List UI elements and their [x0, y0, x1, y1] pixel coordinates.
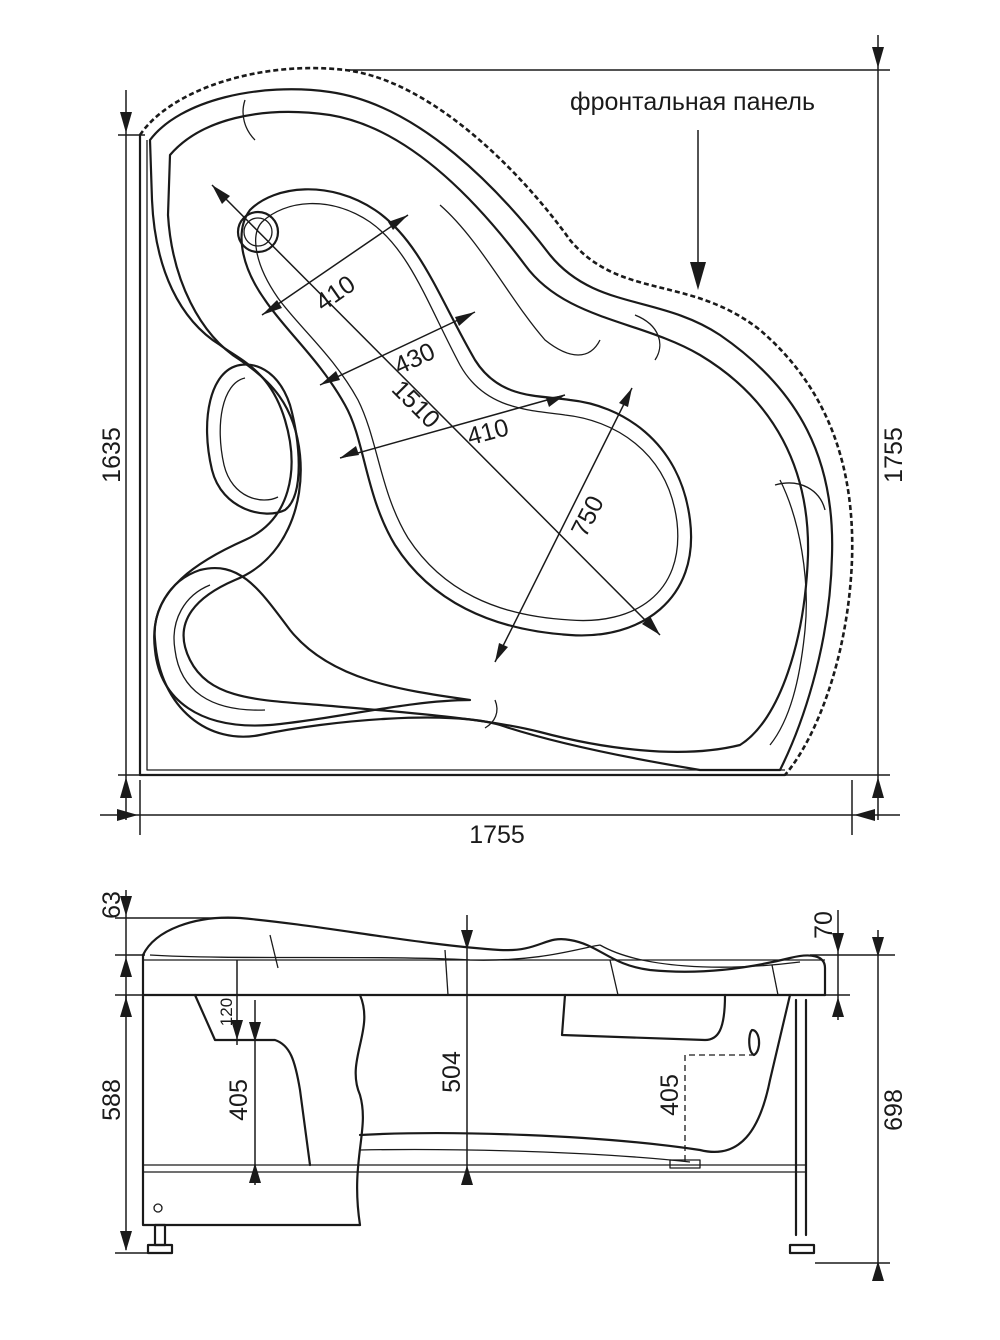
height-left-side-label: 588: [98, 1079, 126, 1121]
cut-section: [354, 993, 366, 1227]
footprint-outline: [138, 133, 787, 777]
overflow-pipe: [684, 1054, 755, 1165]
rim-inner: [166, 110, 810, 753]
seat-depth-dimension: [231, 960, 243, 1045]
left-dimension: [118, 90, 145, 820]
basin-outline: [240, 188, 693, 637]
rim-right-label: 70: [810, 911, 838, 939]
width-bottom-label: 1755: [469, 821, 525, 849]
bottom-dimension: [100, 780, 900, 835]
rim-top-label: 63: [98, 891, 126, 919]
headrest-pad: [560, 993, 727, 1042]
inner-dimension-lines: [211, 184, 661, 663]
rim-profile: [141, 916, 827, 997]
height-right-label: 1755: [880, 427, 908, 483]
dim-1510: 1510: [386, 375, 445, 434]
right-dimension: [345, 35, 890, 820]
height-left-label: 1635: [98, 427, 126, 483]
dim-410-waist: 410: [464, 413, 512, 451]
left-height-dimension: [115, 994, 160, 1254]
bottom-height-label: 405: [656, 1074, 684, 1116]
inner-depth-dimension: [461, 915, 473, 1185]
handle-slot: [748, 1028, 761, 1057]
drain-icon: [236, 210, 280, 254]
front-panel-contour: [138, 66, 854, 776]
seat-height-label: 405: [225, 1079, 253, 1121]
foot-lobe: [153, 567, 472, 727]
side-view: 63 588 120 405 504: [98, 890, 908, 1281]
inner-depth-label: 504: [438, 1051, 466, 1093]
height-right-side-label: 698: [880, 1089, 908, 1131]
inner-basin: [358, 993, 792, 1153]
seat-lobe: [205, 363, 300, 515]
tub-body: [141, 993, 362, 1227]
seat-step: [193, 993, 312, 1167]
right-height-dimension: [815, 930, 890, 1281]
front-panel-label: фронтальная панель: [570, 88, 815, 116]
rim-top-dimension: [115, 890, 240, 1000]
top-view: 410 430 1510 410 750 фронтальная панель …: [98, 35, 908, 849]
dim-430: 430: [390, 337, 440, 380]
seat-height-dimension: [249, 1000, 261, 1185]
rim-outer: [148, 88, 834, 772]
deck: [141, 953, 827, 997]
dim-750: 750: [566, 491, 610, 541]
seat-depth-label: 120: [217, 998, 236, 1026]
rim-right-dimension: [810, 910, 895, 1020]
